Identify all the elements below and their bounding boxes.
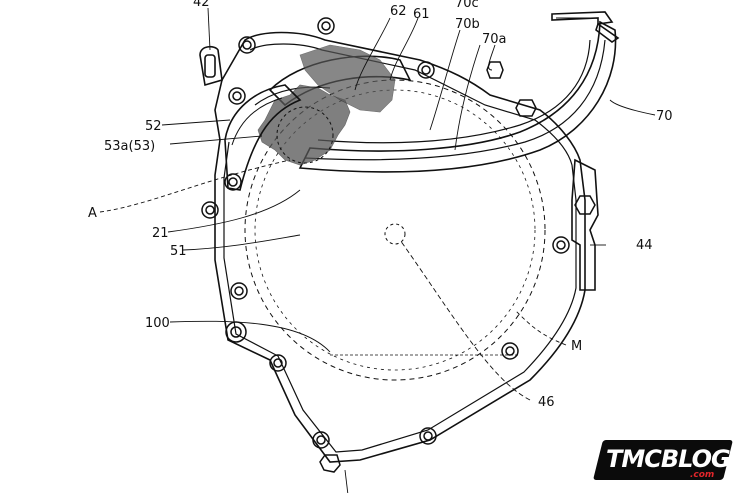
label-a: A <box>88 206 97 221</box>
label-m: M <box>571 339 583 354</box>
sprocket-dashed <box>276 106 334 164</box>
label-70: 70 <box>656 109 673 124</box>
label-70c: 70c <box>455 0 479 11</box>
label-70a: 70a <box>482 32 507 47</box>
label-70b: 70b <box>455 17 480 32</box>
label-61: 61 <box>413 7 430 22</box>
label-100: 100 <box>145 316 170 331</box>
part-42 <box>199 45 223 87</box>
label-52: 52 <box>145 119 162 134</box>
guide-rail-70 <box>298 20 617 173</box>
part-44-housing <box>571 158 599 291</box>
watermark-subtext: .com <box>690 470 715 480</box>
label-21: 21 <box>152 226 169 241</box>
guide-rail-70-inner2 <box>304 39 606 161</box>
sprocket-shaded <box>257 44 396 166</box>
label-42: 42 <box>193 0 210 10</box>
leader-lines <box>99 7 656 493</box>
bracket-tab <box>595 22 620 43</box>
dashed-circle-inner <box>254 89 536 371</box>
label-44: 44 <box>636 238 653 253</box>
cover-inner-outline <box>223 43 577 453</box>
bolts <box>201 17 596 473</box>
label-51: 51 <box>170 244 187 259</box>
label-46: 46 <box>538 395 555 410</box>
cover-outline <box>214 31 586 463</box>
part-42-cap <box>204 54 216 78</box>
guide-rail-70-inner <box>317 39 591 144</box>
watermark-text: TMCBLOG <box>606 445 731 473</box>
label-53a: 53a(53) <box>104 139 156 154</box>
label-62: 62 <box>390 4 407 19</box>
dashed-center-circle <box>384 223 406 245</box>
tensioner-arm <box>224 84 302 191</box>
